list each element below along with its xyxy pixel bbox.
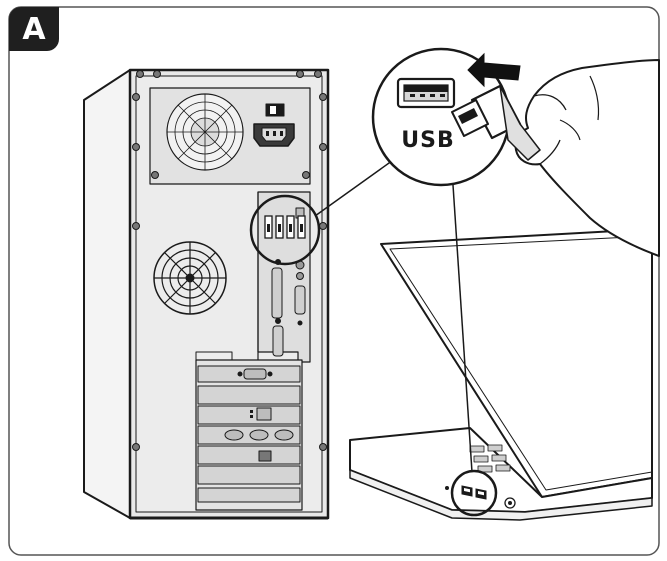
laptop bbox=[349, 228, 653, 521]
step-badge: A bbox=[9, 7, 59, 51]
desktop-tower bbox=[83, 68, 330, 520]
tower-callout-line bbox=[314, 157, 397, 217]
usb-port-icon bbox=[396, 77, 456, 109]
insert-arrow-icon bbox=[467, 52, 521, 88]
hand-with-usb-stick bbox=[451, 59, 660, 257]
power-socket-icon bbox=[253, 123, 295, 147]
case-fan-grille-icon bbox=[153, 241, 227, 315]
tower-usb-ports bbox=[249, 194, 321, 266]
laptop-usb-ports bbox=[450, 469, 498, 517]
usb-label: USB bbox=[401, 128, 455, 153]
laptop-callout-line bbox=[452, 184, 473, 473]
psu-fan-icon bbox=[166, 93, 244, 171]
